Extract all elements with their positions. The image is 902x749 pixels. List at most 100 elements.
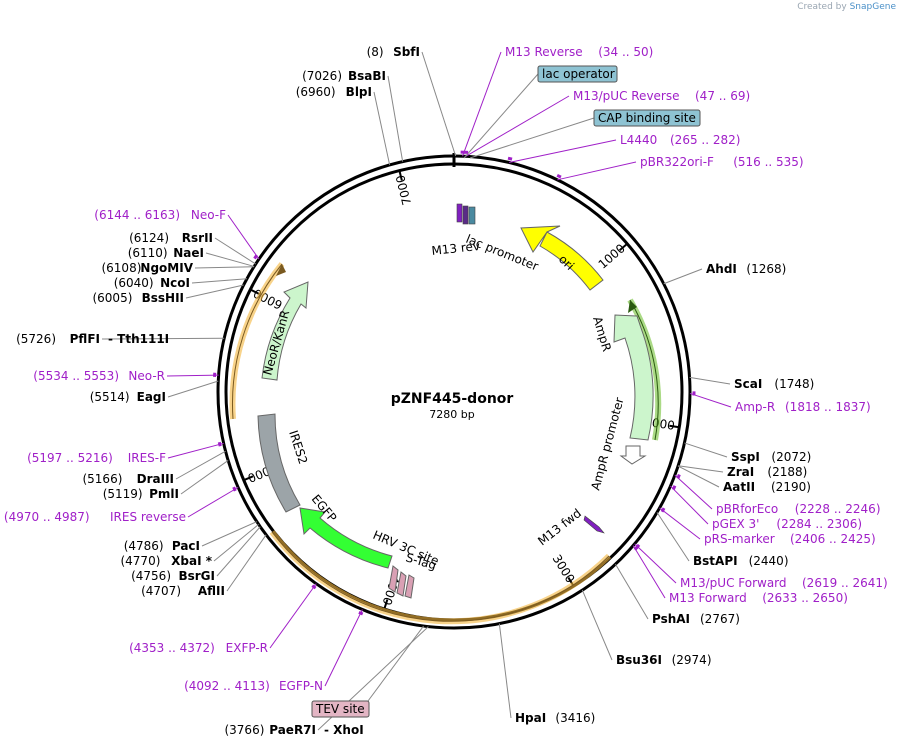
enzyme-leader-line [581, 589, 613, 661]
primer-name: Neo-F [191, 208, 226, 222]
primer-range: (2228 .. 2246) [795, 502, 881, 516]
cap-binding-site-box: CAP binding site [593, 109, 701, 127]
primer-leader-line [670, 485, 709, 525]
tick-mark [618, 243, 628, 252]
enzyme-site: Bsu36I(2974) [616, 653, 712, 667]
primer-range: (34 .. 50) [598, 45, 653, 59]
enzyme-name: PshAI [652, 612, 690, 626]
enzyme-position: (6108) [101, 261, 141, 275]
primer-name: pBRforEco [716, 502, 778, 516]
enzyme-site: EagI(5514) [90, 390, 166, 404]
enzyme-leader-line [191, 278, 247, 284]
primer-site: Neo-F(6144 .. 6163) [94, 208, 259, 260]
enzyme-name: SbfI [393, 45, 420, 59]
enzyme-leader-line [213, 523, 259, 562]
primer-site: M13/pUC Reverse (47 .. 69) [463, 89, 750, 154]
enzyme-name: SspI [731, 450, 760, 464]
neo-orf-line [232, 263, 283, 420]
primer-leader-line [689, 392, 732, 408]
primer-name: Amp-R [735, 400, 775, 414]
ampr-orf-arrowhead [628, 300, 637, 313]
primer-name: IRES reverse [110, 510, 186, 524]
enzyme-name: PmlI [149, 487, 179, 501]
leader-line-layer [101, 51, 732, 731]
ampr-promoter-feature [619, 445, 647, 465]
primer-binding-mark [253, 254, 259, 260]
ori-feature [520, 225, 604, 291]
primer-name: Neo-R [128, 369, 165, 383]
enzyme-position: (2072) [771, 450, 811, 464]
enzyme-name: PaeR7I [269, 723, 316, 737]
enzyme-position: (2767) [700, 612, 740, 626]
tick-mark [669, 424, 680, 429]
enzyme-site: BlpI(6960) [296, 85, 372, 99]
primer-leader-line [187, 486, 239, 518]
plasmid-length: 7280 bp [429, 408, 474, 421]
primer-site: EXFP-R(4353 .. 4372) [129, 584, 317, 655]
box-leader-line [469, 117, 595, 159]
primer-leader-line [659, 507, 701, 540]
primer-site: IRES-F(5197 .. 5216) [27, 441, 222, 465]
ampr-orf-line [629, 299, 659, 441]
m13-fwd-feature [583, 515, 605, 534]
primer-site: L4440(265 .. 282) [507, 133, 740, 161]
enzyme-position: (5726) [16, 332, 56, 346]
neor-kanr-feature [261, 281, 309, 381]
primer-name: pRS-marker [704, 532, 775, 546]
lac-promoter-feature [468, 206, 476, 225]
enzyme-site: PshAI (2767) [652, 612, 740, 626]
enzyme-name-extra: - Tth111I [108, 332, 169, 346]
enzyme-position: (1268) [746, 262, 786, 276]
enzyme-name: BstAPI [693, 554, 738, 568]
enzyme-leader-line [167, 380, 219, 398]
primer-site: EGFP-N(4092 .. 4113) [184, 610, 364, 693]
primer-site: Amp-R(1818 .. 1837) [692, 391, 871, 414]
lac-operator-box-bg [537, 65, 618, 83]
enzyme-leader-line [185, 284, 244, 299]
enzyme-name: NgoMIV [140, 261, 193, 275]
enzyme-leader-line [373, 91, 391, 166]
enzyme-position: (7026) [302, 69, 342, 83]
primer-leader-line [557, 161, 637, 181]
primer-binding-mark [217, 441, 222, 447]
lac-operator-box: lac operator [537, 65, 618, 83]
primer-range: (4970 .. 4987) [4, 510, 90, 524]
enzyme-position: (4770) [120, 554, 160, 568]
enzyme-leader-line [201, 521, 258, 547]
s-tag-feature-b [404, 574, 415, 599]
ires2-label: IRES2 [286, 429, 310, 466]
tick-mark [398, 170, 403, 181]
primer-site: pRS-marker(2406 .. 2425) [660, 507, 876, 546]
enzyme-name: RsrII [182, 231, 213, 245]
primer-name: EGFP-N [279, 679, 323, 693]
enzyme-leader-line [615, 563, 649, 620]
neor-kanr-label: NeoR/KanR [260, 309, 292, 377]
primer-leader-line [227, 214, 260, 260]
enzyme-name: PacI [172, 539, 200, 553]
enzyme-name: AhdI [706, 262, 737, 276]
enzyme-site: ScaI(1748) [734, 377, 814, 391]
primer-name: M13 Forward [669, 591, 747, 605]
enzyme-position: (6110) [128, 246, 168, 260]
enzyme-site: RsrII(6124) [129, 231, 213, 245]
primer-range: (265 .. 282) [670, 133, 740, 147]
primer-range: (5197 .. 5216) [27, 451, 113, 465]
box-leader-line [463, 73, 539, 159]
ires2-feature [257, 413, 301, 513]
enzyme-position: (6005) [92, 291, 132, 305]
primer-binding-mark [671, 485, 677, 491]
primer-range: (47 .. 69) [695, 89, 750, 103]
enzyme-site: NaeI(6110) [128, 246, 204, 260]
primer-binding-mark [660, 507, 666, 513]
tev-site-box-bg [311, 700, 370, 718]
primer-site: pBR322ori-F(516 .. 535) [556, 155, 804, 179]
primer-site: IRES reverse (4970 .. 4987) [4, 486, 237, 524]
primer-leader-line [324, 609, 363, 687]
enzyme-leader-line [101, 337, 225, 340]
enzyme-position: (5166) [82, 472, 122, 486]
enzyme-position: (5119) [103, 487, 143, 501]
primer-binding-mark [358, 610, 364, 616]
primer-name: M13/pUC Reverse [573, 89, 680, 103]
tick-label: 1000 [596, 241, 628, 271]
